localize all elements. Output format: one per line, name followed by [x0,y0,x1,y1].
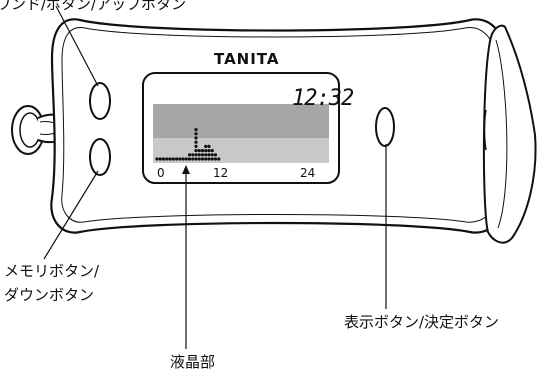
lcd-bar-dot [197,157,201,161]
lcd-bar-dot [194,136,198,140]
lcd-bar-dot [187,157,192,161]
lcd-bar-dot [210,153,214,157]
lcd-bar-dot [187,153,192,157]
lcd-bar-dot [165,157,169,161]
lcd-activity-bars [155,128,221,161]
lcd-bar-dot [200,149,205,153]
lcd-bar-dot [204,153,208,157]
lcd-bar-dot [178,157,182,161]
lcd-bar-dot [191,157,195,161]
lcd-bar-dot [194,140,198,144]
lcd-time: 12:32 [292,86,354,111]
brand-logo-text: TANITA [214,50,280,68]
lcd-bar-dot [194,144,198,148]
lcd-bar-dot [210,157,214,161]
lcd-bar-dot [158,157,162,161]
lcd-bar-dot [161,157,166,161]
label-memory-button-line2: ダウンボタン [4,286,95,304]
label-up-buttons: ワンド/ボタン/アップボタン [0,0,187,13]
lcd-bar-dot [200,157,205,161]
lcd-bar-dot [194,128,198,132]
lcd-bar-dot [171,157,175,161]
lcd-bar-dot [200,153,205,157]
lcd-bar-dot [210,149,214,153]
lcd-bar-dot [197,153,201,157]
lcd-bar-dot [194,149,198,153]
lcd-bar-dot [207,149,211,153]
label-lcd: 液晶部 [170,353,216,371]
lcd-bar-dot [174,157,179,161]
lcd-bar-dot [204,149,208,153]
lcd-tick-12: 12 [213,166,229,180]
lcd-bar-dot [194,132,198,136]
lcd-bar-dot [194,153,198,157]
label-memory-button-line1: メモリボタン/ [4,262,100,280]
lcd-tick-24: 24 [300,166,316,180]
lcd-bar-dot [207,144,211,148]
lcd-band-dark [153,104,329,138]
display-enter-button[interactable] [375,107,395,147]
lcd-bar-dot [213,157,218,161]
lcd-tick-0: 0 [157,166,165,180]
label-display-button: 表示ボタン/決定ボタン [344,313,500,331]
lcd-bar-dot [168,157,172,161]
lcd-bar-dot [184,157,188,161]
lcd-bar-dot [155,157,159,161]
lcd-bar-dot [204,144,208,148]
leader-memory-button [43,170,99,260]
lcd-bar-dot [217,157,221,161]
lcd-bar-dot [207,157,211,161]
lcd-bar-dot [207,153,211,157]
lcd-bar-dot [197,149,201,153]
leader-top-buttons [55,5,99,87]
lcd-bar-dot [204,157,208,161]
device-inner-bezel [61,27,496,223]
lcd-bar-dot [194,157,198,161]
lcd-bar-dot [213,153,218,157]
up-button[interactable] [89,82,111,120]
memory-down-button[interactable] [89,138,111,176]
lcd-arrowhead [182,165,190,174]
device-side-view [482,24,537,244]
lcd-bar-dot [181,157,185,161]
lcd-bar-dot [191,153,195,157]
